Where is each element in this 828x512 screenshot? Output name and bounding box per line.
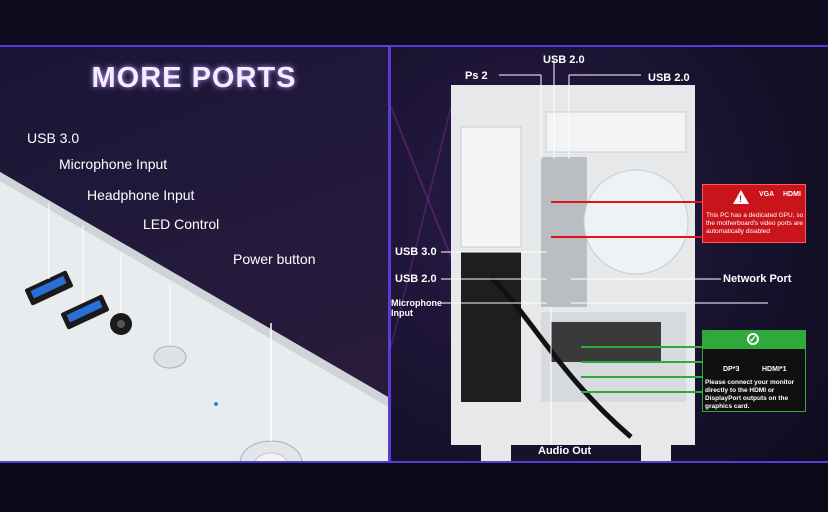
warning-box: ! VGA HDMI This PC has a dedicated GPU, …	[702, 184, 806, 243]
label-usb20-rear: USB 2.0	[395, 273, 437, 285]
warning-text: This PC has a dedicated GPU, so the moth…	[706, 212, 804, 235]
hdmi-badge: HDMI	[783, 191, 801, 198]
label-led-control: LED Control	[143, 216, 220, 232]
front-panel-photo: MORE PORTS	[0, 47, 388, 461]
dp-badge: DP*3	[723, 366, 740, 373]
warning-exclamation-icon: !	[739, 194, 742, 204]
warning-icon	[733, 190, 749, 204]
gpu-note-text: Please connect your monitor directly to …	[705, 379, 795, 410]
label-usb20-right: USB 2.0	[648, 72, 690, 84]
label-power-button: Power button	[233, 251, 316, 267]
label-ps2: Ps 2	[465, 70, 488, 82]
page-title: MORE PORTS	[91, 62, 297, 94]
label-usb20-top: USB 2.0	[543, 54, 585, 66]
label-microphone-input-front: Microphone Input	[59, 156, 168, 172]
rear-panel-photo	[391, 47, 828, 461]
label-network-port: Network Port	[723, 273, 792, 285]
label-usb30-rear: USB 3.0	[395, 246, 437, 258]
label-usb30-front: USB 3.0	[27, 130, 80, 146]
label-microphone-input-rear: Microphone Input	[391, 298, 442, 318]
label-audio-out: Audio Out	[538, 445, 592, 457]
panel-divider	[388, 47, 391, 461]
hdmi-output-badge: HDMI*1	[762, 366, 787, 373]
vga-badge: VGA	[759, 191, 775, 198]
case-rear-illustration	[391, 60, 768, 461]
label-headphone-input: Headphone Input	[87, 187, 195, 203]
gpu-note-header: ✓	[703, 331, 805, 349]
gpu-note-box: ✓ DP*3 HDMI*1 Please connect your monito…	[702, 330, 806, 412]
check-circle-icon: ✓	[747, 333, 759, 345]
case-top-illustration	[0, 172, 388, 461]
frame-border	[0, 45, 828, 463]
